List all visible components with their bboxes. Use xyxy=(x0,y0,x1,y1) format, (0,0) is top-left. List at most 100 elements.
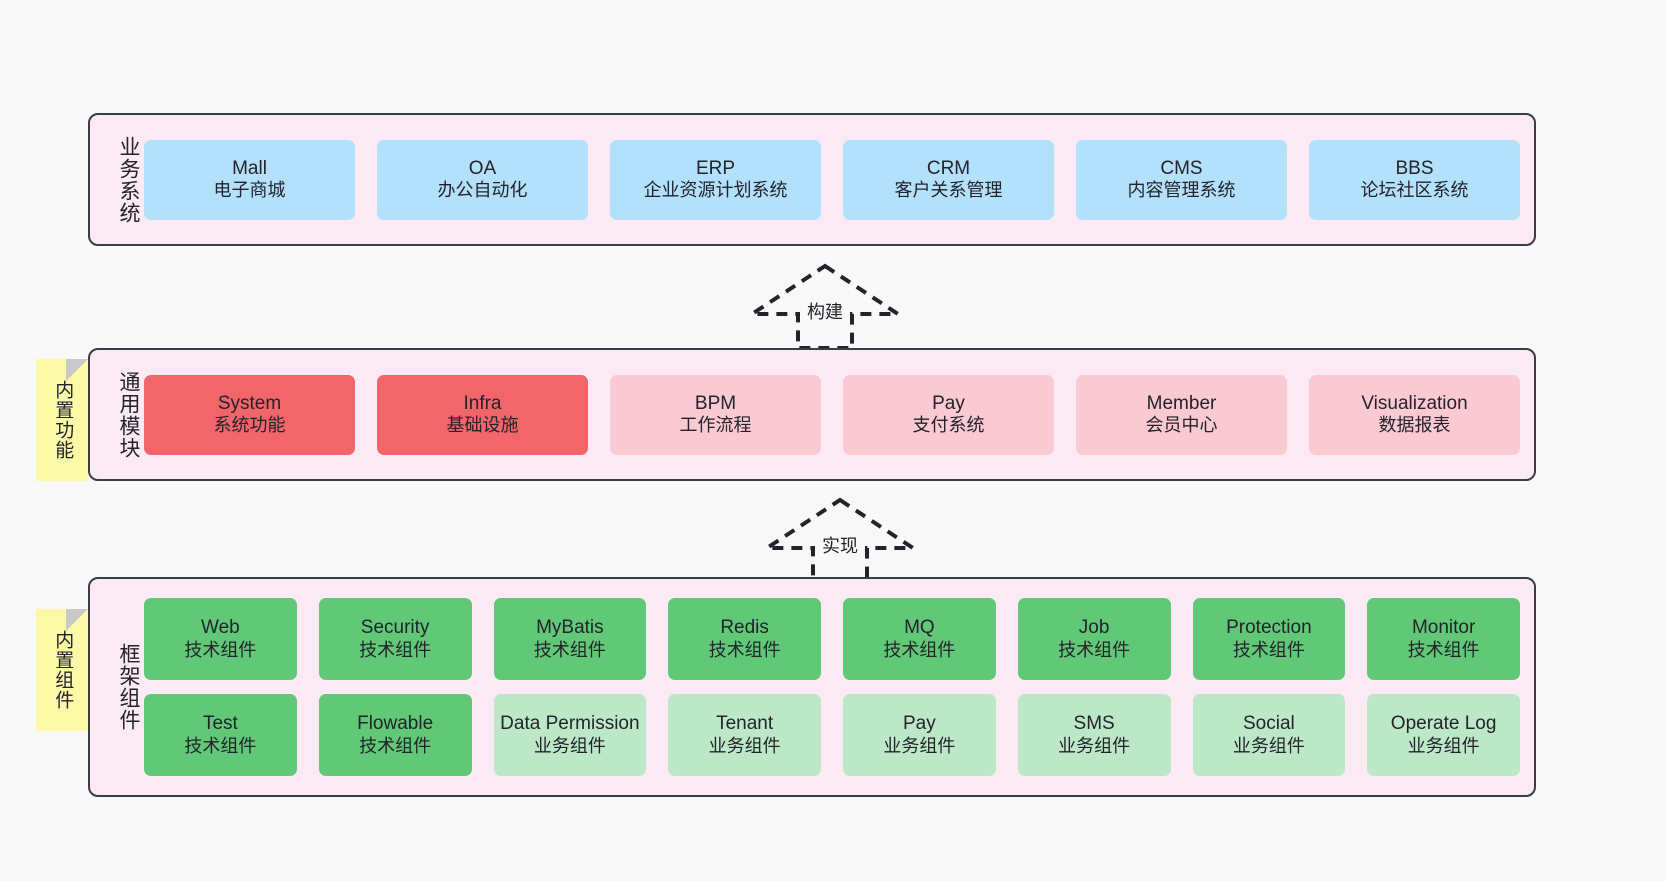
card-social[interactable]: Social 业务组件 xyxy=(1192,694,1346,776)
card-name: System xyxy=(217,392,282,414)
card-operate-log[interactable]: Operate Log 业务组件 xyxy=(1367,694,1520,776)
card-name: SMS xyxy=(1073,713,1115,735)
card-name: BPM xyxy=(694,392,737,414)
card-name: Pay xyxy=(903,713,936,735)
card-name: Flowable xyxy=(357,713,434,735)
card-name: BBS xyxy=(1395,157,1434,179)
card-subtitle: 客户关系管理 xyxy=(894,180,1003,201)
sticky-note-label: 内置组件 xyxy=(52,630,74,710)
sticky-note-builtin-components: 内置组件 xyxy=(36,609,88,731)
card-subtitle: 业务组件 xyxy=(883,735,956,756)
card-subtitle: 数据报表 xyxy=(1378,415,1451,436)
card-mybatis[interactable]: MyBatis 技术组件 xyxy=(493,598,647,680)
card-name: MQ xyxy=(904,617,935,639)
card-system[interactable]: System 系统功能 xyxy=(144,374,355,455)
card-name: Infra xyxy=(463,392,502,414)
card-test[interactable]: Test 技术组件 xyxy=(144,694,297,776)
card-name: CMS xyxy=(1160,157,1203,179)
card-erp[interactable]: ERP 企业资源计划系统 xyxy=(610,139,821,220)
card-name: Redis xyxy=(720,617,769,639)
card-subtitle: 支付系统 xyxy=(912,415,985,436)
layer-title-framework-components: 框架组件 xyxy=(117,643,140,731)
card-subtitle: 技术组件 xyxy=(708,639,781,660)
card-security[interactable]: Security 技术组件 xyxy=(318,598,472,680)
card-subtitle: 工作流程 xyxy=(679,415,752,436)
connector-implement: 实现 xyxy=(755,492,925,587)
card-name: Test xyxy=(202,713,238,735)
card-subtitle: 技术组件 xyxy=(184,735,257,756)
card-cms[interactable]: CMS 内容管理系统 xyxy=(1076,139,1287,220)
card-mall[interactable]: Mall 电子商城 xyxy=(144,139,355,220)
card-name: Pay xyxy=(932,392,965,414)
card-subtitle: 办公自动化 xyxy=(437,180,528,201)
card-redis[interactable]: Redis 技术组件 xyxy=(668,598,821,680)
card-name: Visualization xyxy=(1361,392,1468,414)
card-name: Operate Log xyxy=(1390,713,1497,735)
sticky-note-label: 内置功能 xyxy=(52,380,74,460)
card-subtitle: 技术组件 xyxy=(883,639,956,660)
card-name: OA xyxy=(468,157,497,179)
card-subtitle: 技术组件 xyxy=(359,735,432,756)
card-data-permission[interactable]: Data Permission 业务组件 xyxy=(493,694,647,776)
card-bbs[interactable]: BBS 论坛社区系统 xyxy=(1309,139,1520,220)
card-tenant[interactable]: Tenant 业务组件 xyxy=(668,694,821,776)
card-oa[interactable]: OA 办公自动化 xyxy=(377,139,588,220)
card-name: Social xyxy=(1243,713,1295,735)
card-member[interactable]: Member 会员中心 xyxy=(1076,374,1287,455)
connector-label: 实现 xyxy=(822,536,858,556)
connector-label: 构建 xyxy=(807,302,843,322)
layer-body-common-modules: System 系统功能 Infra 基础设施 BPM 工作流程 Pay 支付系统… xyxy=(140,350,1534,479)
card-subtitle: 业务组件 xyxy=(1232,735,1305,756)
card-pay-module[interactable]: Pay 支付系统 xyxy=(843,374,1054,455)
card-visualization[interactable]: Visualization 数据报表 xyxy=(1309,374,1520,455)
card-subtitle: 业务组件 xyxy=(533,735,606,756)
card-subtitle: 电子商城 xyxy=(213,180,286,201)
card-row: Mall 电子商城 OA 办公自动化 ERP 企业资源计划系统 CRM 客户关系… xyxy=(144,139,1520,220)
card-subtitle: 技术组件 xyxy=(1407,639,1480,660)
card-name: MyBatis xyxy=(536,617,604,639)
card-web[interactable]: Web 技术组件 xyxy=(144,598,297,680)
card-pay-component[interactable]: Pay 业务组件 xyxy=(843,694,996,776)
card-name: Protection xyxy=(1226,617,1312,639)
connector-build: 构建 xyxy=(740,258,910,353)
card-name: ERP xyxy=(695,157,736,179)
card-name: Web xyxy=(201,617,240,639)
card-name: Monitor xyxy=(1411,617,1476,639)
card-name: Tenant xyxy=(716,713,774,735)
card-subtitle: 业务组件 xyxy=(1407,735,1480,756)
card-subtitle: 技术组件 xyxy=(1058,639,1131,660)
card-name: Mall xyxy=(232,157,267,179)
card-name: Job xyxy=(1078,617,1110,639)
sticky-note-builtin-features: 内置功能 xyxy=(36,359,88,481)
card-protection[interactable]: Protection 技术组件 xyxy=(1192,598,1346,680)
card-bpm[interactable]: BPM 工作流程 xyxy=(610,374,821,455)
card-subtitle: 技术组件 xyxy=(1232,639,1305,660)
card-infra[interactable]: Infra 基础设施 xyxy=(377,374,588,455)
card-monitor[interactable]: Monitor 技术组件 xyxy=(1367,598,1520,680)
card-subtitle: 论坛社区系统 xyxy=(1360,180,1469,201)
card-job[interactable]: Job 技术组件 xyxy=(1017,598,1171,680)
card-crm[interactable]: CRM 客户关系管理 xyxy=(843,139,1054,220)
card-subtitle: 基础设施 xyxy=(446,415,519,436)
card-subtitle: 业务组件 xyxy=(1058,735,1131,756)
card-subtitle: 技术组件 xyxy=(184,639,257,660)
card-sms[interactable]: SMS 业务组件 xyxy=(1017,694,1171,776)
card-subtitle: 企业资源计划系统 xyxy=(643,180,788,201)
card-row: System 系统功能 Infra 基础设施 BPM 工作流程 Pay 支付系统… xyxy=(144,374,1520,455)
card-subtitle: 业务组件 xyxy=(708,735,781,756)
layer-body-framework-components: Web 技术组件 Security 技术组件 MyBatis 技术组件 Redi… xyxy=(140,579,1534,795)
card-mq[interactable]: MQ 技术组件 xyxy=(843,598,996,680)
card-name: Security xyxy=(360,617,430,639)
card-flowable[interactable]: Flowable 技术组件 xyxy=(318,694,472,776)
layer-title-business-systems: 业务系统 xyxy=(117,135,140,224)
layer-framework-components: 框架组件 Web 技术组件 Security 技术组件 MyBatis 技术组件… xyxy=(88,577,1536,797)
card-row: Web 技术组件 Security 技术组件 MyBatis 技术组件 Redi… xyxy=(144,598,1520,680)
card-row: Test 技术组件 Flowable 技术组件 Data Permission … xyxy=(144,694,1520,776)
card-name: Member xyxy=(1146,392,1217,414)
card-name: Data Permission xyxy=(500,713,640,735)
card-name: CRM xyxy=(926,157,971,179)
card-subtitle: 内容管理系统 xyxy=(1127,180,1236,201)
layer-common-modules: 通用模块 System 系统功能 Infra 基础设施 BPM 工作流程 Pay… xyxy=(88,348,1536,481)
card-subtitle: 会员中心 xyxy=(1145,415,1218,436)
